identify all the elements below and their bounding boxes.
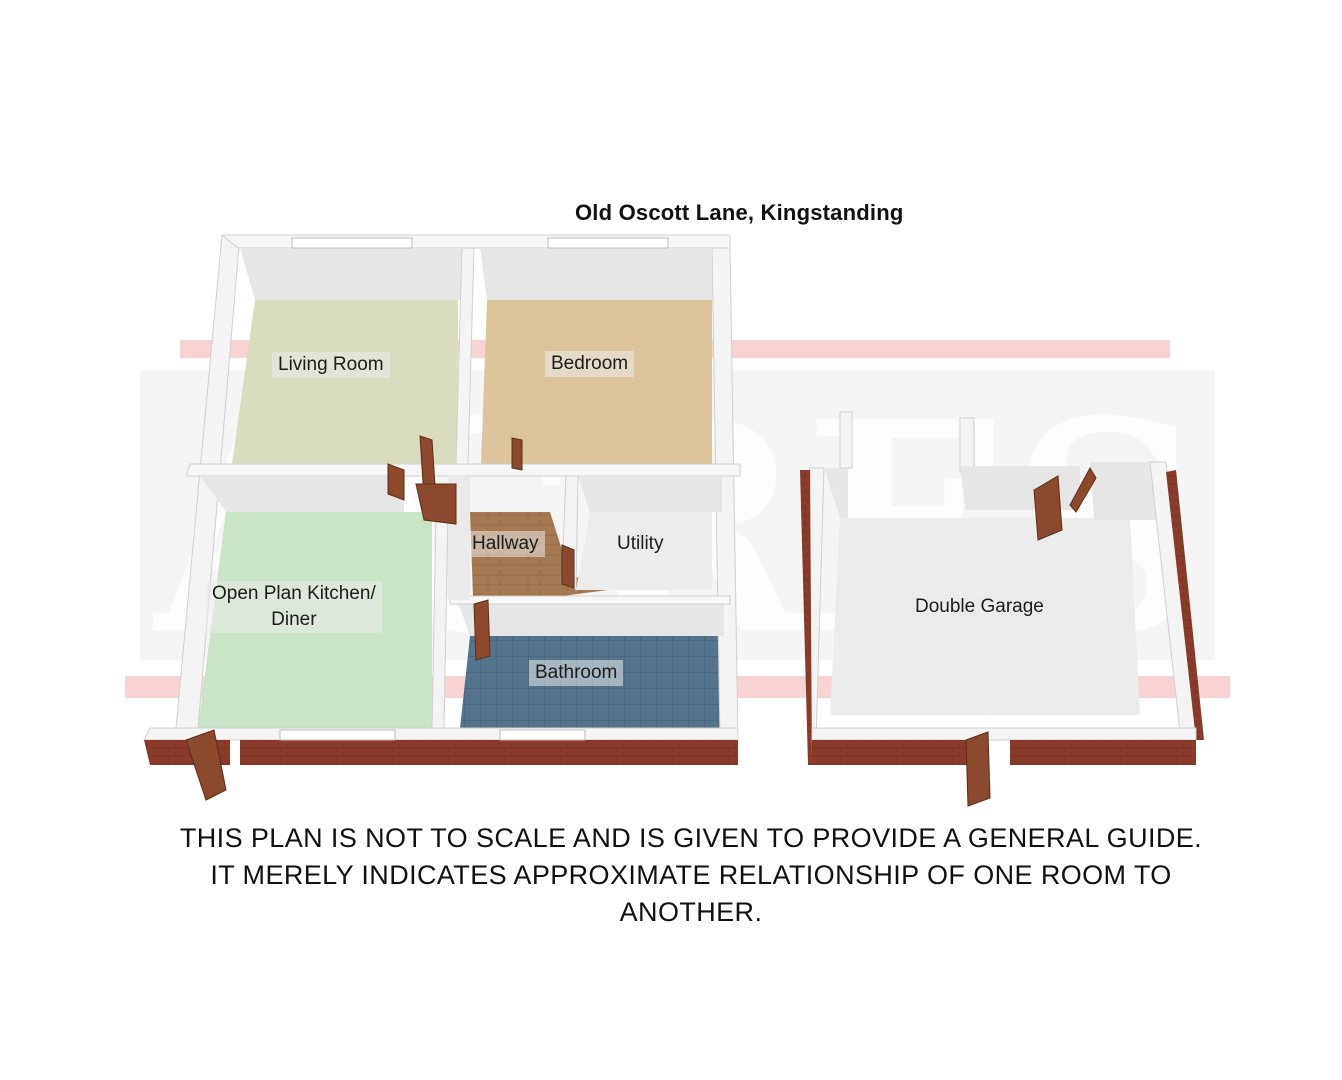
- bathroom-door: [473, 599, 491, 661]
- garage-right-wall-brick: [1166, 470, 1204, 740]
- garage-front-wall-top: [811, 727, 1197, 741]
- room-label-utility: Utility: [611, 531, 670, 557]
- partition-hall-bath: [449, 595, 731, 605]
- partition-horizontal-mid: [185, 463, 741, 477]
- garage-left-wall-brick: [800, 470, 812, 765]
- kitchen-door: [415, 483, 457, 525]
- room-label-kitchen: Open Plan Kitchen/ Diner: [206, 581, 382, 633]
- plan-title: Old Oscott Lane, Kingstanding: [575, 200, 904, 225]
- hall-door-upper: [387, 463, 405, 501]
- garage-front-brick-left: [812, 740, 988, 765]
- front-wall-top: [143, 727, 739, 741]
- window-top-left: [291, 237, 413, 249]
- garage-back-pier-2: [959, 417, 975, 473]
- garage-rear-door: [1069, 466, 1097, 513]
- room-label-living-room: Living Room: [272, 352, 390, 378]
- room-label-double-garage: Double Garage: [909, 594, 1050, 620]
- utility-back-wall: [578, 476, 722, 512]
- utility-door: [561, 544, 575, 589]
- window-front-bathroom: [499, 729, 586, 741]
- bedroom-door: [511, 437, 523, 471]
- room-label-bathroom: Bathroom: [529, 660, 624, 686]
- garage-side-door: [1033, 475, 1063, 541]
- garage-back-wall-left: [824, 468, 848, 518]
- garage-back-pier-1: [839, 411, 853, 469]
- inner-wall-top-left: [240, 248, 462, 300]
- room-label-bedroom: Bedroom: [545, 351, 635, 377]
- garage-back-wall-right: [1090, 462, 1160, 520]
- garage-front-brick-right: [1010, 740, 1196, 765]
- front-door: [185, 729, 227, 801]
- kitchen-back-wall: [200, 476, 404, 512]
- inner-wall-top-right: [480, 248, 712, 300]
- window-front-kitchen: [279, 729, 396, 741]
- bedroom-floor: [481, 300, 712, 464]
- disclaimer-text: THIS PLAN IS NOT TO SCALE AND IS GIVEN T…: [179, 823, 1203, 927]
- bathroom-back-wall: [456, 596, 724, 636]
- garage-back-wall-mid: [960, 466, 1080, 510]
- garage-front-door: [965, 731, 991, 807]
- front-wall-brick-right: [240, 740, 738, 765]
- living-room-floor: [232, 300, 458, 464]
- doors: [185, 435, 575, 801]
- room-label-hallway: Hallway: [466, 531, 545, 557]
- window-top-right: [547, 237, 669, 249]
